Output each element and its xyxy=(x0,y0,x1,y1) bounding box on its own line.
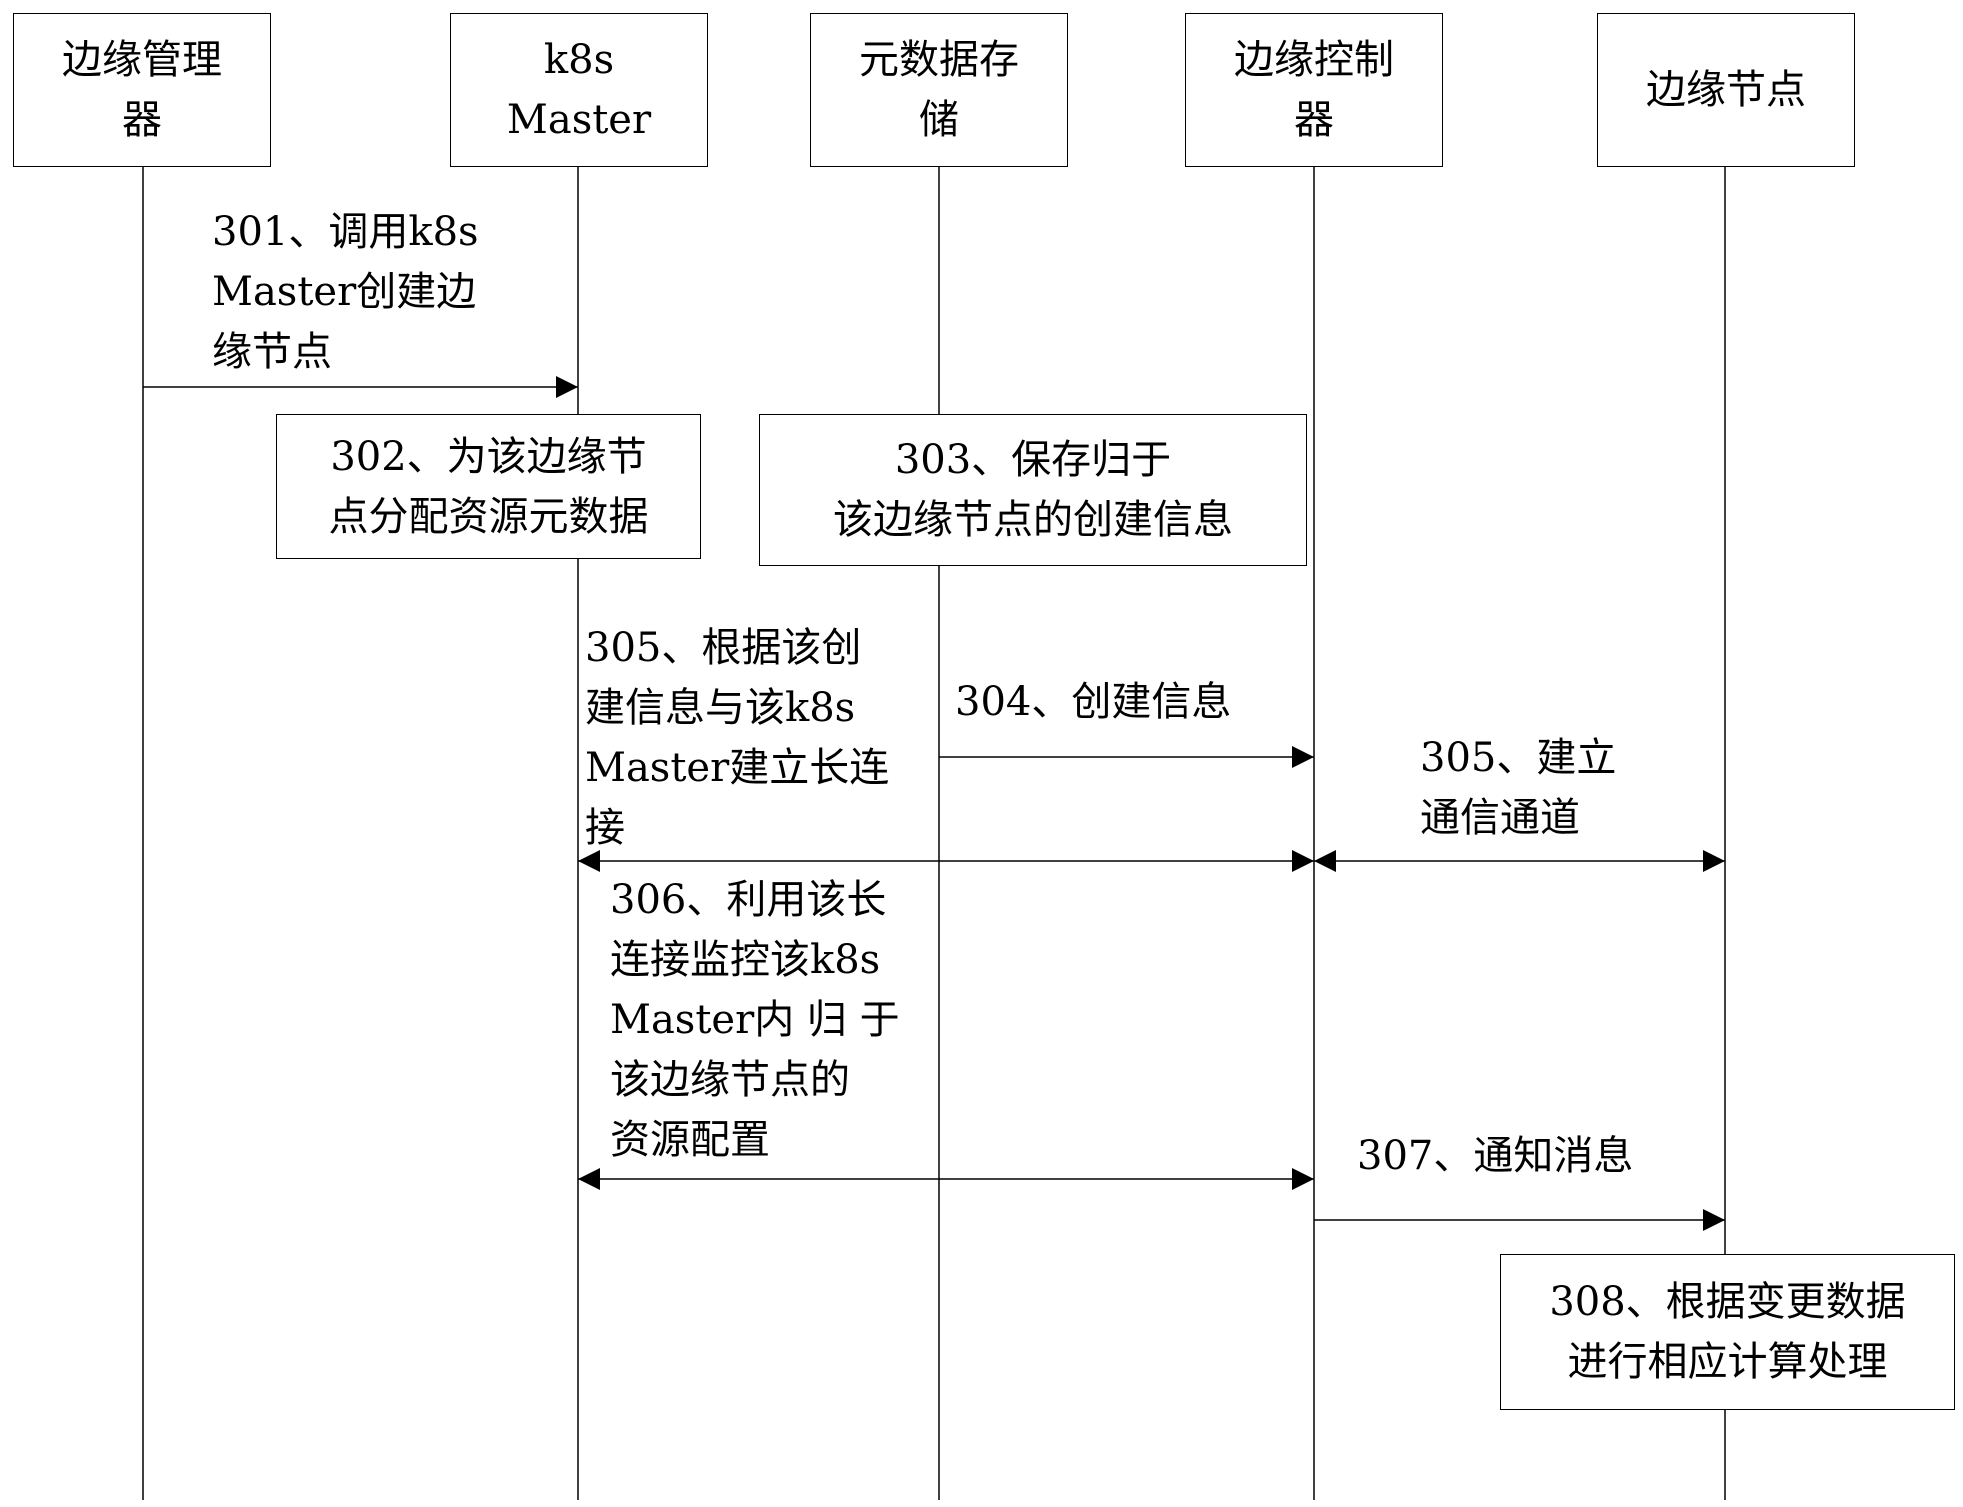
participant-edge-controller: 边缘控制 器 xyxy=(1185,13,1443,167)
message-label-305-long-connection: 305、根据该创 建信息与该k8s Master建立长连 接 xyxy=(585,625,890,851)
process-box-308: 308、根据变更数据 进行相应计算处理 xyxy=(1500,1254,1955,1410)
message-label-307: 307、通知消息 xyxy=(1357,1133,1634,1179)
process-label-302: 302、为该边缘节 点分配资源元数据 xyxy=(328,433,649,540)
participant-edge-manager: 边缘管理 器 xyxy=(13,13,271,167)
process-label-308: 308、根据变更数据 进行相应计算处理 xyxy=(1549,1279,1906,1385)
message-label-306: 306、利用该长 连接监控该k8s Master内 归 于 该边缘节点的 资源配… xyxy=(610,877,900,1163)
participant-metadata-store: 元数据存 储 xyxy=(810,13,1068,167)
participant-k8s-master: k8s Master xyxy=(450,13,708,167)
participant-edge-node: 边缘节点 xyxy=(1597,13,1855,167)
message-label-305-channel: 305、建立 通信通道 xyxy=(1420,735,1617,841)
participant-label: 边缘控制 器 xyxy=(1234,37,1394,143)
process-label-303: 303、保存归于 该边缘节点的创建信息 xyxy=(833,437,1233,543)
participant-label: 元数据存 储 xyxy=(859,37,1019,143)
process-box-303: 303、保存归于 该边缘节点的创建信息 xyxy=(759,414,1307,566)
process-box-302: 302、为该边缘节 点分配资源元数据 xyxy=(276,414,701,559)
participant-label: k8s Master xyxy=(506,37,652,143)
participant-label: 边缘节点 xyxy=(1646,67,1806,113)
message-label-304: 304、创建信息 xyxy=(955,679,1232,725)
participant-label: 边缘管理 器 xyxy=(62,37,222,143)
message-label-301: 301、调用k8s Master创建边 缘节点 xyxy=(212,209,479,375)
